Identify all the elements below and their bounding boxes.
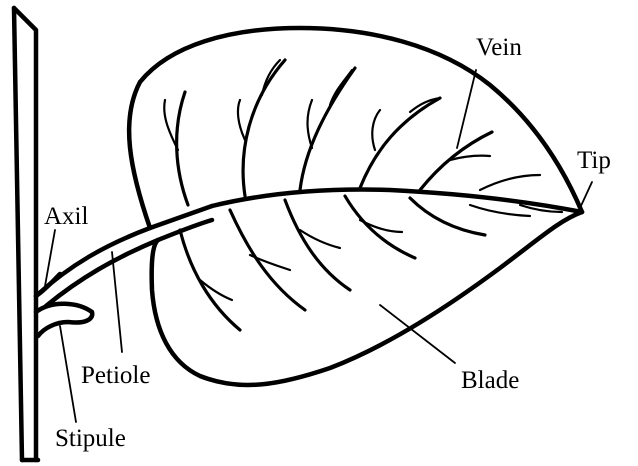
stipule-label: Stipule: [55, 425, 126, 452]
axil-label: Axil: [44, 203, 89, 230]
stipule-leader: [60, 326, 76, 422]
vein-leader: [457, 70, 476, 148]
tip-label: Tip: [577, 147, 611, 174]
blade-leader: [380, 305, 455, 363]
midrib: [212, 190, 582, 212]
stem: [14, 8, 38, 460]
petiole-leader: [112, 252, 122, 352]
tip-leader: [580, 182, 592, 208]
leaf-blade: [129, 28, 582, 385]
stipule: [36, 304, 92, 336]
petiole-label: Petiole: [81, 362, 150, 389]
vein-label: Vein: [476, 34, 522, 61]
blade-label: Blade: [461, 367, 519, 394]
